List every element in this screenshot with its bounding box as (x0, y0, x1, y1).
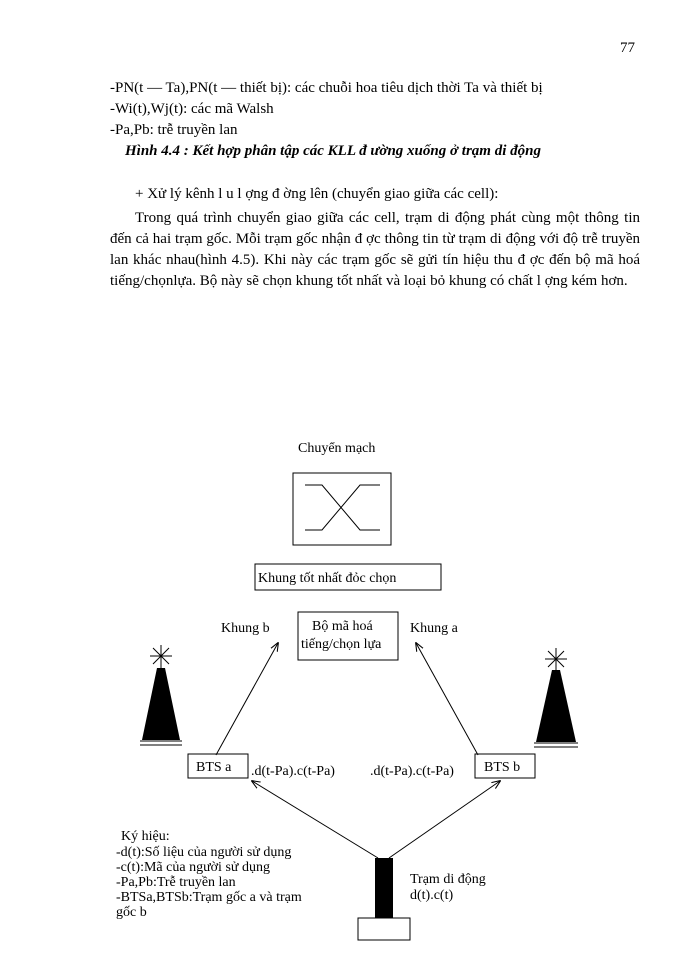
switch-title: Chuyển mạch (298, 441, 375, 456)
vocoder-label-2: tiếng/chọn lựa (301, 637, 382, 652)
best-frame-label: Khung tốt nhất đỏc chọn (258, 571, 396, 586)
paragraph-text: Trong quá trình chuyển giao giữa các cel… (110, 210, 640, 289)
frame-a-label: Khung a (410, 621, 459, 636)
section-bullet: + Xử lý kênh l u l ợng đ ờng lên (chuyển… (135, 186, 499, 202)
page-number: 77 (620, 40, 635, 56)
bts-b-box (474, 753, 536, 779)
legend-line-pn: -PN(t — Ta),PN(t — thiết bị): các chuỗi … (110, 80, 543, 96)
tower-a-icon (140, 645, 182, 746)
vocoder-box (297, 611, 399, 661)
body-paragraph: Trong quá trình chuyển giao giữa các cel… (110, 208, 640, 292)
arrow-mobile-to-bts-b (388, 781, 500, 859)
legend-item-data: -d(t):Số liệu của người sử dụng (116, 845, 291, 860)
bts-b-label: BTS b (484, 760, 520, 775)
best-frame-box (254, 563, 442, 591)
frame-b-label: Khung b (221, 621, 270, 636)
mobile-station-label: Trạm di động (410, 872, 486, 887)
legend-title: Ký hiệu: (121, 829, 170, 844)
mobile-signal-label: d(t).c(t) (410, 888, 453, 903)
tower-b-icon (534, 648, 578, 748)
arrow-bts-b-to-vocoder (416, 643, 479, 756)
arrow-bts-a-to-vocoder (215, 643, 278, 756)
figure-caption: Hình 4.4 : Kết hợp phân tập các KLL đ ườ… (125, 143, 541, 159)
legend-line-walsh: -Wi(t),Wj(t): các mã Walsh (110, 101, 274, 117)
legend-line-delay: -Pa,Pb: trễ truyền lan (110, 122, 238, 138)
legend-item-bts-cont: gốc b (116, 905, 147, 920)
switch-box (292, 472, 392, 546)
legend-item-code: -c(t):Mã của người sử dụng (116, 860, 270, 875)
legend-item-bts: -BTSa,BTSb:Trạm gốc a và trạm (116, 890, 302, 905)
bts-a-box (187, 753, 249, 779)
signal-b-label: .d(t-Pa).c(t-Pa) (370, 764, 454, 779)
bts-a-label: BTS a (196, 760, 232, 775)
signal-a-label: .d(t-Pa).c(t-Pa) (251, 764, 335, 779)
vocoder-label-1: Bộ mã hoá (312, 619, 373, 634)
mobile-station-icon (357, 858, 411, 941)
legend-item-delay: -Pa,Pb:Trễ truyền lan (116, 875, 236, 890)
arrow-mobile-to-bts-a (252, 781, 379, 859)
